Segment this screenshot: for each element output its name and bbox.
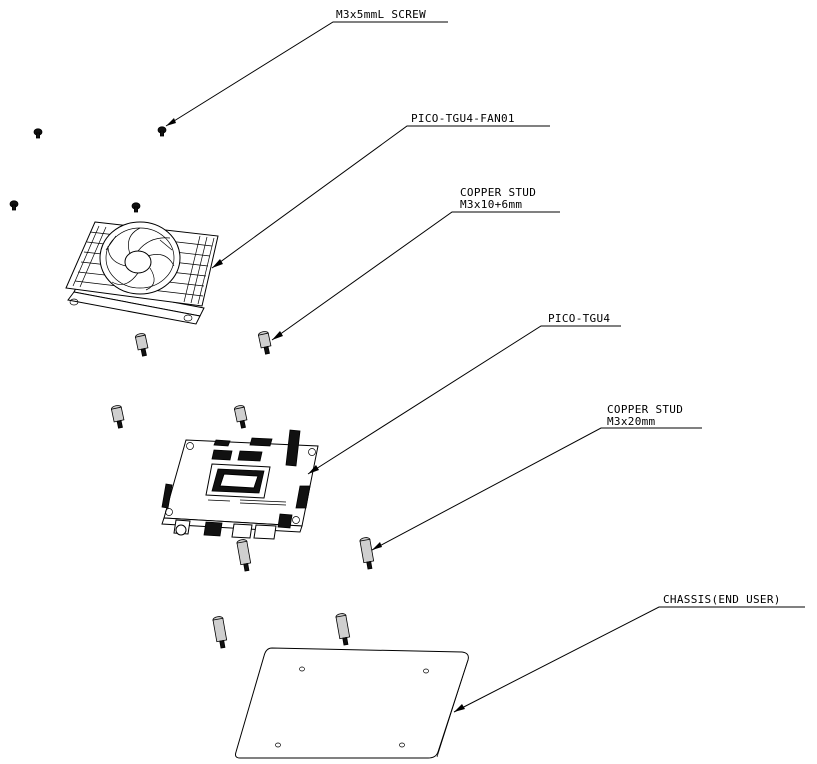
label-board: PICO-TGU4 [548, 312, 610, 325]
screw [131, 202, 141, 213]
upper-copper-studs [110, 331, 272, 429]
copper-stud [212, 616, 228, 649]
label-chassis: CHASSIS(END USER) [663, 593, 781, 606]
label-screw: M3x5mmL SCREW [336, 8, 426, 21]
label-stud-bottom-line2: M3x20mm [607, 415, 656, 428]
label-stud-top-line1: COPPER STUD [460, 186, 536, 199]
copper-stud [110, 405, 125, 429]
label-fan: PICO-TGU4-FAN01 [411, 112, 515, 125]
screw [9, 200, 19, 211]
screw [33, 128, 43, 139]
fan-rotor [99, 221, 181, 295]
lower-copper-studs [212, 537, 375, 649]
io-connectors [173, 513, 293, 540]
screw [157, 126, 167, 137]
leader-lines [165, 21, 805, 713]
copper-stud [233, 405, 248, 429]
copper-stud [236, 539, 252, 572]
label-stud-bottom-line1: COPPER STUD [607, 403, 683, 416]
copper-stud [257, 331, 272, 355]
screws-group [9, 126, 167, 213]
copper-stud [335, 613, 351, 646]
label-stud-top-line2: M3x10+6mm [460, 198, 522, 211]
copper-stud [359, 537, 375, 570]
copper-stud [134, 333, 149, 357]
pico-tgu4-board [161, 429, 319, 540]
fan-heatsink [65, 221, 219, 325]
chassis-plate [235, 647, 469, 759]
callout-labels: M3x5mmL SCREW PICO-TGU4-FAN01 COPPER STU… [336, 8, 781, 606]
